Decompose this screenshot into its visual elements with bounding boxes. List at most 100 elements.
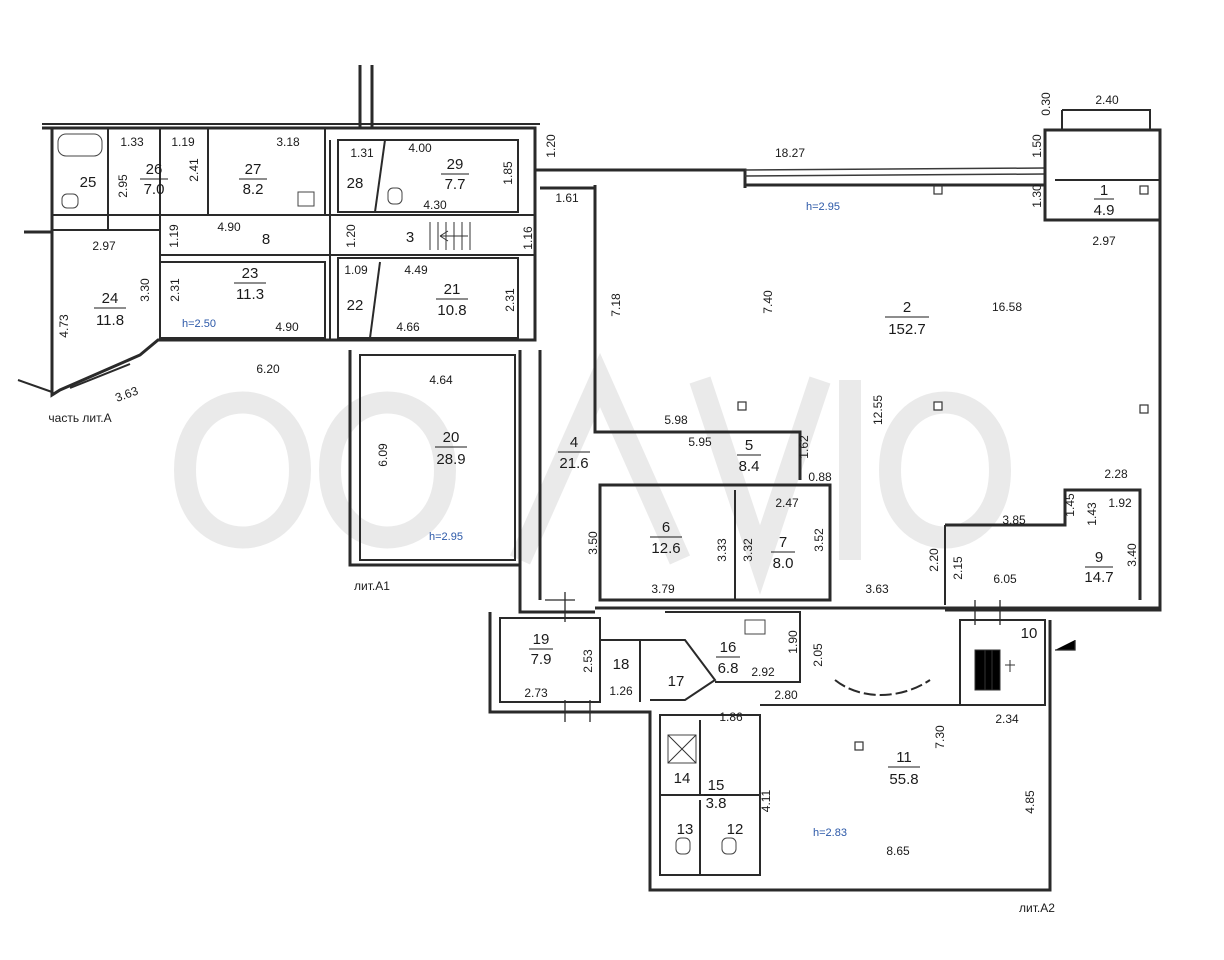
- room-number: 1: [1100, 182, 1108, 199]
- building-labels: часть лит.А лит.А1 лит.А2: [48, 411, 1055, 915]
- dimension: 4.64: [429, 373, 453, 387]
- dimension: 1.31: [350, 146, 374, 160]
- dimension: 4.30: [423, 198, 447, 212]
- dimension: 7.30: [933, 725, 947, 749]
- height-mark: h=2.95: [806, 201, 840, 213]
- dimension: 3.52: [812, 528, 826, 552]
- dimension: 3.30: [138, 278, 152, 302]
- room-area: 55.8: [889, 771, 918, 788]
- dimension: 18.27: [775, 146, 805, 160]
- dimension: 5.98: [664, 413, 688, 427]
- dimension: 1.09: [344, 263, 368, 277]
- dimension: 4.00: [408, 141, 432, 155]
- room-number: 19: [533, 631, 550, 648]
- dimension: 2.92: [751, 665, 775, 679]
- dimension: 2.20: [927, 548, 941, 572]
- room-number: 11: [896, 749, 912, 766]
- room-number: 12: [727, 821, 744, 838]
- room-number: 28: [347, 175, 364, 192]
- dimension: 1.90: [786, 630, 800, 654]
- dimension: 2.15: [951, 556, 965, 580]
- room-number: 29: [447, 156, 464, 173]
- room-area: 10.8: [437, 302, 466, 319]
- sanitary-fixtures: [57, 133, 931, 855]
- room-area: 21.6: [559, 455, 588, 472]
- dimension: 2.53: [581, 649, 595, 673]
- room-number: 9: [1095, 549, 1103, 566]
- dimension: 1.20: [344, 224, 358, 248]
- dimension: 2.05: [811, 643, 825, 667]
- room-number: 15: [708, 777, 725, 794]
- dimension: 2.31: [168, 278, 182, 302]
- dimension: 6.20: [256, 362, 280, 376]
- dimension: 1.85: [501, 161, 515, 185]
- dimension: 2.73: [524, 686, 548, 700]
- dimension-labels: 2.40 0.30 1.50 1.30 2.97 18.27 1.20 1.61…: [57, 92, 1139, 858]
- dimension: 3.32: [741, 538, 755, 562]
- dimension: 1.86: [719, 710, 743, 724]
- dimension: 3.33: [715, 538, 729, 562]
- lit-a2-label: лит.А2: [1019, 901, 1055, 915]
- dimension: 8.65: [886, 844, 910, 858]
- dimension: 3.40: [1125, 543, 1139, 567]
- room-area: 28.9: [436, 451, 465, 468]
- dimension: 2.95: [116, 174, 130, 198]
- room-number: 7: [779, 534, 787, 551]
- room-area: 12.6: [651, 540, 680, 557]
- dimension: 1.43: [1085, 502, 1099, 526]
- dimension: 6.09: [376, 443, 390, 467]
- dimension: 2.40: [1095, 93, 1119, 107]
- dimension: 2.31: [503, 288, 517, 312]
- room-number: 23: [242, 265, 259, 282]
- height-mark: h=2.83: [813, 827, 847, 839]
- dimension: 4.85: [1023, 790, 1037, 814]
- room-area: 3.8: [706, 795, 727, 812]
- height-marks: h=2.95 h=2.50 h=2.95 h=2.83: [182, 201, 847, 839]
- dimension: 4.73: [57, 314, 71, 338]
- dimension: 2.28: [1104, 467, 1128, 481]
- dimension: 2.80: [774, 688, 798, 702]
- dimension: 2.41: [187, 158, 201, 182]
- room-area: 8.2: [243, 181, 264, 198]
- height-mark: h=2.95: [429, 531, 463, 543]
- walls: [17, 65, 1162, 892]
- room-number: 13: [677, 821, 694, 838]
- dimension: 1.61: [555, 191, 579, 205]
- room-area: 11.3: [236, 286, 264, 303]
- dimension: 7.18: [609, 293, 623, 317]
- room-area: 14.7: [1084, 569, 1113, 586]
- room-area: 7.7: [445, 176, 466, 193]
- dimension-ticks: [545, 592, 1076, 722]
- room-number: 25: [80, 174, 97, 191]
- room-number: 4: [570, 434, 578, 451]
- room-number: 2: [903, 299, 911, 316]
- dimension: 0.88: [808, 470, 832, 484]
- dimension: 4.49: [404, 263, 428, 277]
- room-area: 7.0: [144, 181, 165, 198]
- dimension: 1.62: [797, 435, 811, 459]
- height-mark: h=2.50: [182, 318, 216, 330]
- room-labels: 1 4.9 2 152.7 3 4 21.6 5 8.4 6 12.6 7 8.…: [80, 156, 1115, 838]
- room-number: 18: [613, 656, 630, 673]
- dimension: 16.58: [992, 300, 1022, 314]
- dimension: 2.34: [995, 712, 1019, 726]
- dimension: 3.85: [1002, 513, 1026, 527]
- dimension: 5.95: [688, 435, 712, 449]
- dimension: 1.16: [521, 226, 535, 250]
- dimension: 3.18: [276, 135, 300, 149]
- dimension: 4.90: [275, 320, 299, 334]
- room-number: 8: [262, 231, 270, 248]
- room-number: 3: [406, 229, 414, 246]
- dimension: 1.20: [544, 134, 558, 158]
- dimension: 3.79: [651, 582, 675, 596]
- room-area: 8.4: [739, 458, 760, 475]
- dimension: 2.47: [775, 496, 799, 510]
- room-number: 17: [668, 673, 685, 690]
- room-number: 6: [662, 519, 670, 536]
- dimension: 1.92: [1108, 496, 1132, 510]
- part-lit-a-label: часть лит.А: [48, 411, 111, 425]
- lit-a1-label: лит.А1: [354, 579, 390, 593]
- room-number: 27: [245, 161, 262, 178]
- dimension: 3.63: [113, 384, 140, 405]
- dimension: 1.30: [1030, 184, 1044, 208]
